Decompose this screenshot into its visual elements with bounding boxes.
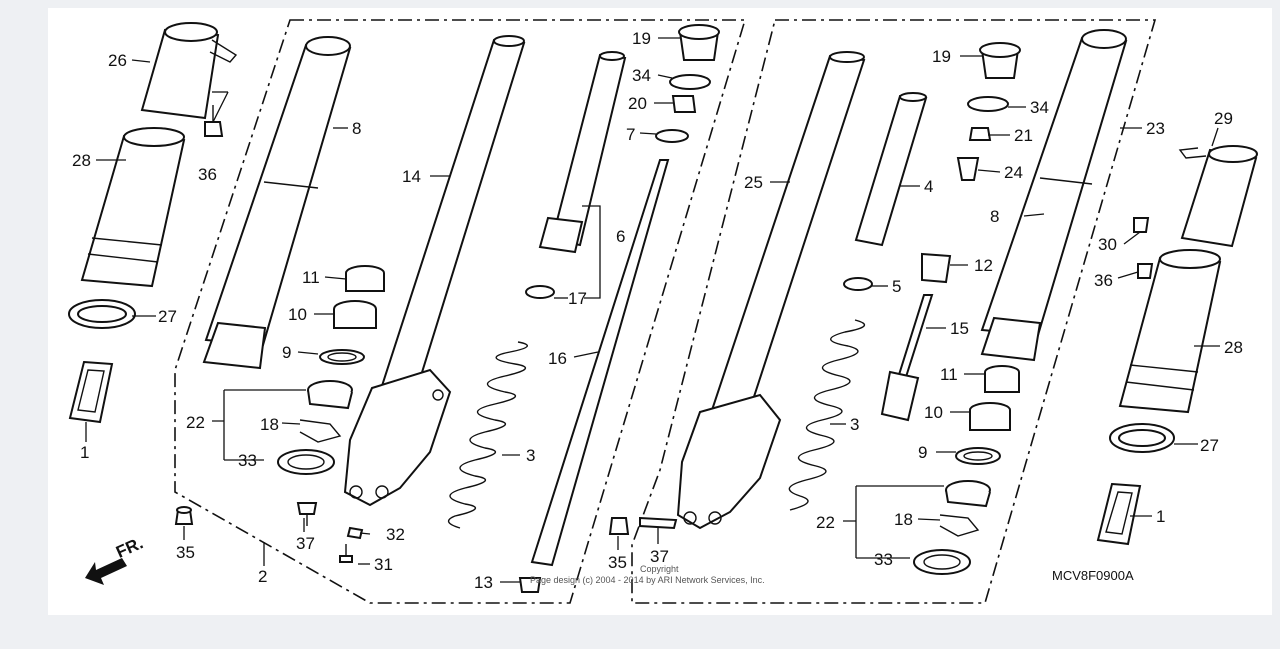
callout-numbers: 26 36 8 28 27 1 11 10 9 22 18 33 37 31 3… <box>72 29 1243 592</box>
part-14-outer-tube <box>343 35 526 507</box>
parts-30-36-bolts <box>1133 217 1154 279</box>
callout-3-right: 3 <box>850 415 859 434</box>
callout-10-right: 10 <box>924 403 943 422</box>
right-parts-22-18-33 <box>913 480 991 575</box>
callout-8-right: 8 <box>990 207 999 226</box>
part-16-collar <box>530 159 670 567</box>
callout-24: 24 <box>1004 163 1023 182</box>
callout-33: 33 <box>238 451 257 470</box>
callout-32: 32 <box>386 525 405 544</box>
callout-35: 35 <box>176 543 195 562</box>
callout-5: 5 <box>892 277 901 296</box>
callout-14: 14 <box>402 167 421 186</box>
part-36-bolt <box>204 105 224 137</box>
part-29-fork-cover <box>1178 145 1258 248</box>
part-1-reflector <box>68 360 114 424</box>
callout-10: 10 <box>288 305 307 324</box>
callout-6: 6 <box>616 227 625 246</box>
part-13-cap <box>518 577 542 593</box>
callout-19-right: 19 <box>932 47 951 66</box>
callout-34: 34 <box>632 66 651 85</box>
callout-37-center: 37 <box>650 547 669 566</box>
part-26-fork-cover <box>140 22 238 120</box>
callout-17: 17 <box>568 289 587 308</box>
callout-26: 26 <box>108 51 127 70</box>
callout-37: 37 <box>296 534 315 553</box>
direction-label: FR. <box>113 533 146 561</box>
callout-9-right: 9 <box>918 443 927 462</box>
callout-4: 4 <box>924 177 933 196</box>
part-27-ring <box>68 299 136 329</box>
callout-34-right: 34 <box>1030 98 1049 117</box>
part-8-inner-tube <box>202 36 352 370</box>
callout-18-right: 18 <box>894 510 913 529</box>
part-25-outer-tube <box>676 51 866 530</box>
callout-35-center: 35 <box>608 553 627 572</box>
leader-lines <box>85 37 1220 583</box>
callout-27-right: 27 <box>1200 436 1219 455</box>
part-8-right-inner-tube <box>980 29 1128 362</box>
part-4-damper-rod <box>854 92 928 247</box>
callout-25: 25 <box>744 173 763 192</box>
callout-22: 22 <box>186 413 205 432</box>
parts-12-5 <box>843 252 952 291</box>
part-17-piston-ring <box>525 285 555 299</box>
right-top-parts-19-34-21-24 <box>956 42 1021 181</box>
callout-36-right: 36 <box>1094 271 1113 290</box>
callout-1: 1 <box>80 443 89 462</box>
copyright-label: Copyright <box>640 564 679 574</box>
callout-15: 15 <box>950 319 969 338</box>
callout-29: 29 <box>1214 109 1233 128</box>
left-fork-boundary <box>174 19 747 604</box>
parts-37-31-32 <box>296 502 364 563</box>
part-27-right-ring <box>1109 423 1175 453</box>
callout-20: 20 <box>628 94 647 113</box>
part-1-right-reflector <box>1096 482 1142 546</box>
callout-9: 9 <box>282 343 291 362</box>
callout-36: 36 <box>198 165 217 184</box>
part-6-damper-rod <box>538 51 627 254</box>
callout-11: 11 <box>302 268 320 287</box>
part-3-spring-right <box>788 319 866 511</box>
callout-31: 31 <box>374 555 393 574</box>
right-parts-11-10-9 <box>955 365 1020 465</box>
callout-19: 19 <box>632 29 651 48</box>
drawing-code: MCV8F0900A <box>1052 568 1134 583</box>
callout-23: 23 <box>1146 119 1165 138</box>
callout-13: 13 <box>474 573 493 592</box>
copyright-text: Page design (c) 2004 - 2014 by ARI Netwo… <box>530 575 765 585</box>
front-direction-arrow-icon <box>85 558 127 585</box>
callout-16: 16 <box>548 349 567 368</box>
left-top-parts-19-34-20-7 <box>655 24 720 143</box>
part-15-cartridge <box>880 294 934 422</box>
callout-7: 7 <box>626 125 635 144</box>
callout-18: 18 <box>260 415 279 434</box>
callout-2: 2 <box>258 567 267 586</box>
parts-9-10-11 <box>319 265 385 365</box>
parts-22-18-33 <box>277 380 353 475</box>
callout-8: 8 <box>352 119 361 138</box>
part-28-right-fork-boot <box>1118 249 1222 414</box>
callout-11-right: 11 <box>940 365 958 384</box>
callout-28: 28 <box>72 151 91 170</box>
part-28-fork-boot <box>80 127 186 288</box>
callout-28-right: 28 <box>1224 338 1243 357</box>
callout-27: 27 <box>158 307 177 326</box>
callout-1-right: 1 <box>1156 507 1165 526</box>
callout-3: 3 <box>526 446 535 465</box>
part-35-cap <box>174 506 194 525</box>
callout-12: 12 <box>974 256 993 275</box>
callout-30: 30 <box>1098 235 1117 254</box>
callout-21: 21 <box>1014 126 1033 145</box>
part-3-spring-left <box>447 341 528 529</box>
callout-33-right: 33 <box>874 550 893 569</box>
callout-22-right: 22 <box>816 513 835 532</box>
right-fork-boundary <box>631 19 1157 604</box>
center-parts-35-37 <box>608 516 678 535</box>
